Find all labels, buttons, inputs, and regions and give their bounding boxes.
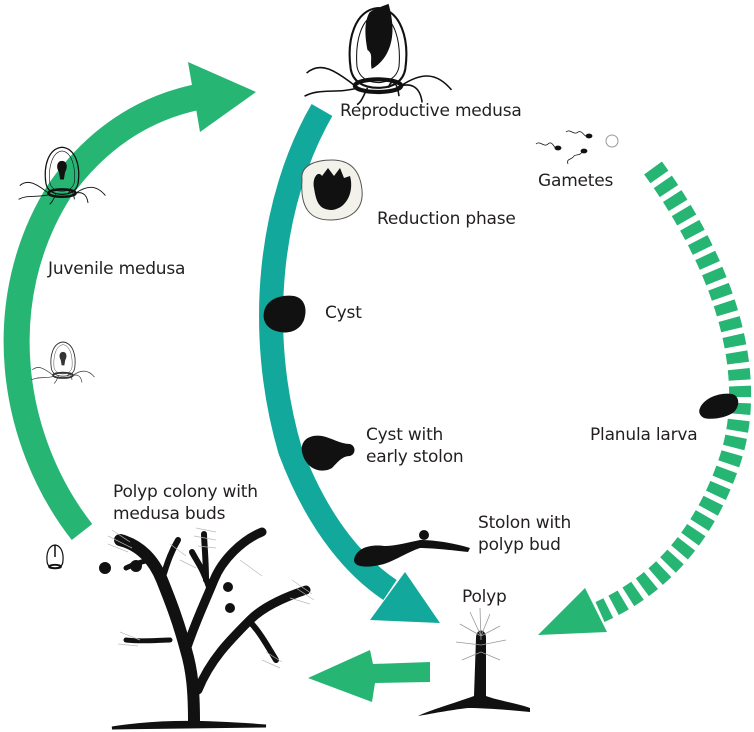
colony-to-medusa-arrowhead — [188, 62, 256, 132]
label-reduction-phase: Reduction phase — [377, 209, 516, 229]
sexual-cycle-arrow-shaft — [595, 161, 752, 623]
reduction-phase-illustration — [301, 159, 363, 221]
reproductive-medusa-illustration — [305, 3, 452, 105]
gametes-illustration — [535, 130, 619, 165]
label-polyp-colony: Polyp colony with medusa buds — [113, 481, 258, 525]
label-gametes: Gametes — [538, 171, 614, 191]
reverse-development-arrowhead — [370, 572, 440, 623]
label-line: Stolon with — [478, 513, 572, 533]
colony-to-medusa-arrow-shaft — [3, 81, 217, 541]
cyst-illustration — [263, 295, 306, 333]
label-line: Cyst with — [366, 425, 444, 445]
label-polyp: Polyp — [462, 587, 507, 607]
label-line: medusa buds — [113, 504, 226, 524]
polyp-colony-illustration — [99, 527, 315, 730]
label-reproductive-medusa: Reproductive medusa — [340, 101, 522, 121]
polyp-to-colony-arrow — [308, 650, 430, 702]
label-stolon-polyp-bud: Stolon with polyp bud — [478, 512, 571, 556]
reverse-development-arrow-shaft — [259, 104, 397, 600]
juvenile-medusa-small-illustration — [30, 341, 96, 385]
label-line: early stolon — [366, 447, 464, 467]
cyst-early-stolon-illustration — [301, 435, 355, 471]
released-medusa-bud-illustration — [46, 544, 64, 570]
planula-larva-illustration — [699, 393, 739, 419]
sexual-cycle-arrowhead — [538, 588, 607, 635]
label-cyst-early-stolon: Cyst with early stolon — [366, 424, 464, 468]
label-cyst: Cyst — [325, 303, 362, 323]
polyp-illustration — [418, 607, 530, 716]
label-planula-larva: Planula larva — [590, 425, 698, 445]
juvenile-medusa-illustration — [17, 145, 107, 206]
stolon-polyp-bud-illustration — [354, 530, 470, 567]
label-line: Polyp colony with — [113, 482, 258, 502]
label-juvenile-medusa: Juvenile medusa — [48, 259, 186, 279]
label-line: polyp bud — [478, 535, 561, 555]
